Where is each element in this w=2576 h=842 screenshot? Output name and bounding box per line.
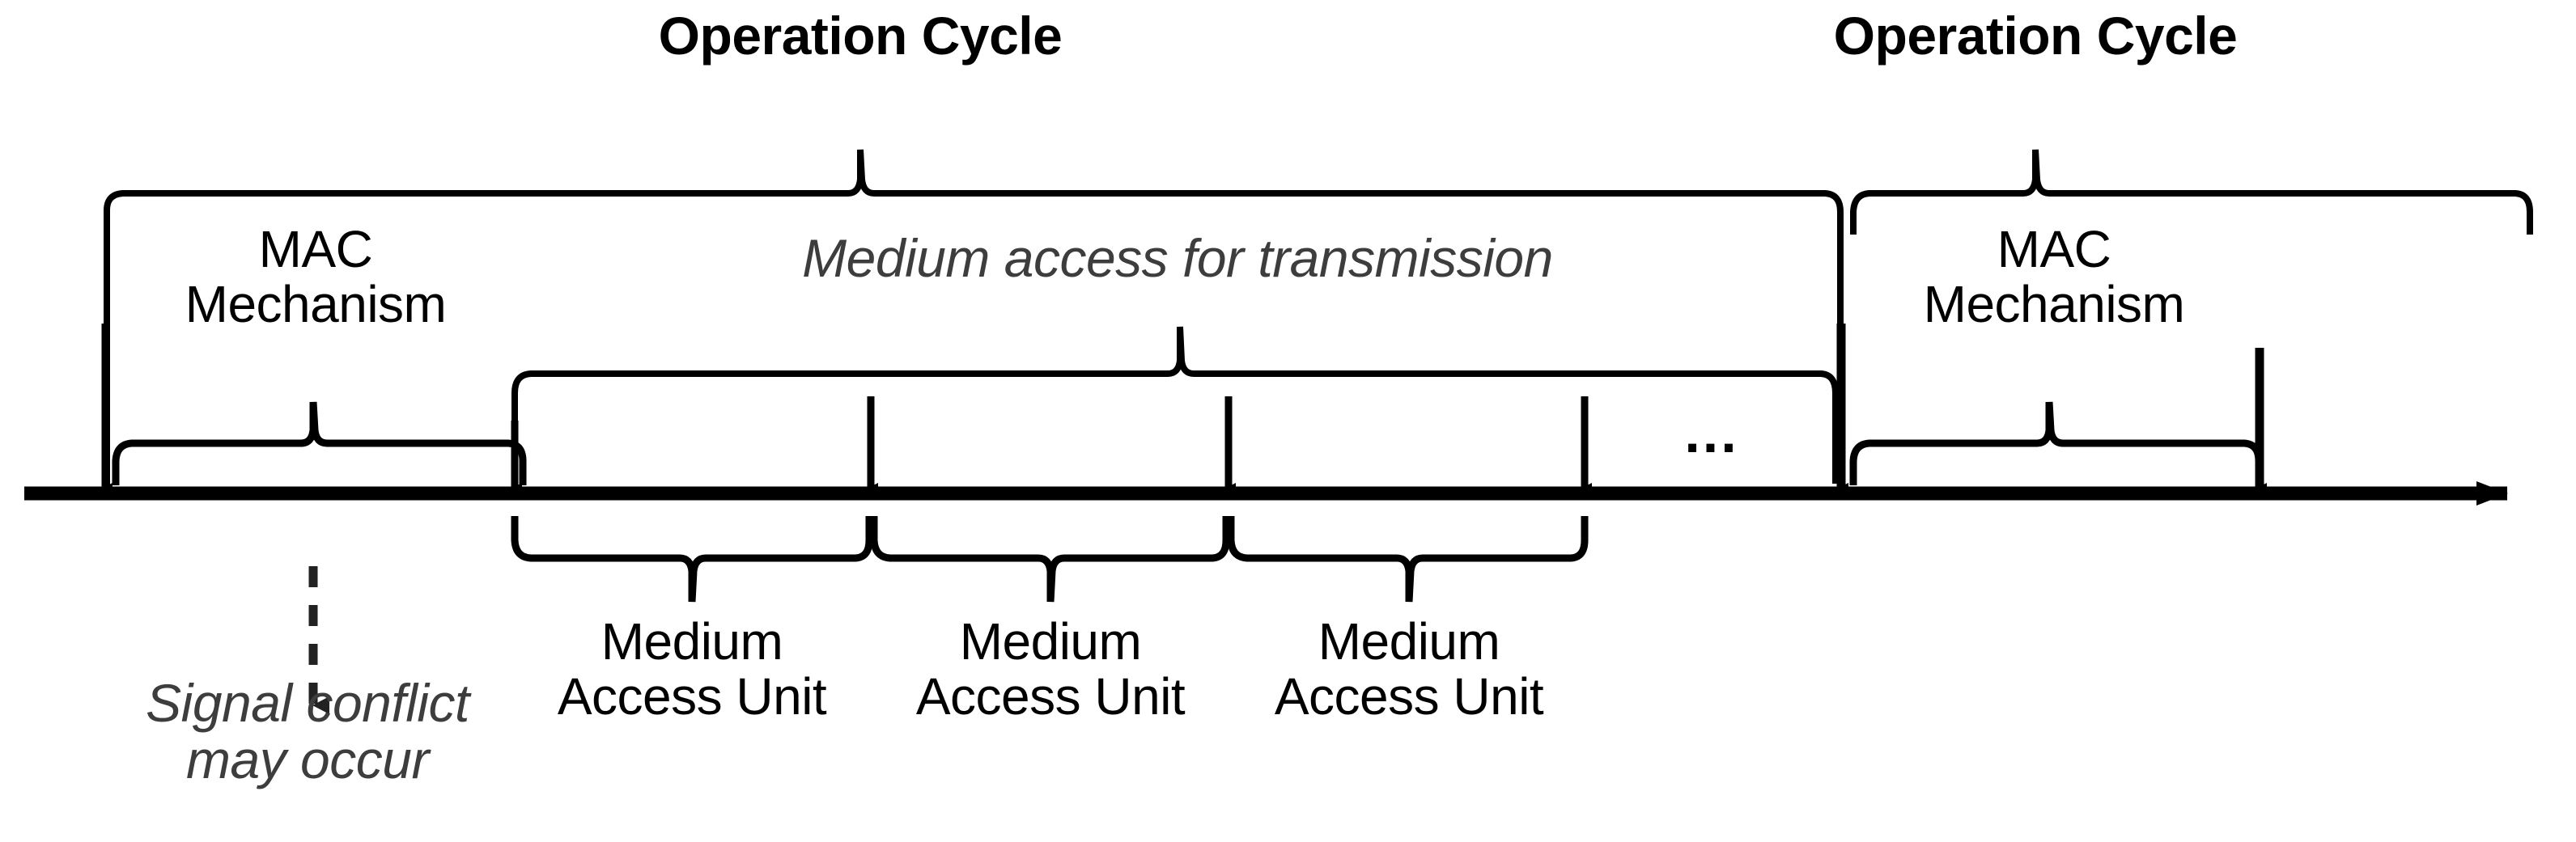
ellipsis-label: ... bbox=[1684, 401, 1739, 464]
medium-access-for-transmission-brace bbox=[511, 326, 1839, 484]
medium-access-unit-label-1: Medium Access Unit bbox=[557, 612, 827, 726]
operation-cycle-brace-2 bbox=[1850, 149, 2533, 235]
medium-access-unit-brace-1 bbox=[511, 516, 873, 603]
operation-cycle-label-1: Operation Cycle bbox=[658, 6, 1063, 66]
mac-mechanism-brace-2 bbox=[1849, 401, 2263, 485]
medium-access-unit-tick-arrows bbox=[867, 396, 1592, 491]
medium-access-unit-brace-2 bbox=[870, 516, 1230, 603]
operation-cycle-label-2: Operation Cycle bbox=[1833, 6, 2238, 66]
signal-conflict-label: Signal conflict may occur bbox=[146, 673, 469, 789]
mac-mechanism-label-2: MAC Mechanism bbox=[1923, 220, 2185, 333]
medium-access-unit-label-3: Medium Access Unit bbox=[1274, 612, 1544, 726]
medium-access-for-transmission-label: Medium access for transmission bbox=[802, 228, 1553, 288]
medium-access-unit-brace-3 bbox=[1227, 516, 1589, 603]
medium-access-unit-label-2: Medium Access Unit bbox=[915, 612, 1186, 726]
operation-cycle-brace-1 bbox=[104, 149, 1844, 485]
mac-mechanism-label-1: MAC Mechanism bbox=[185, 220, 447, 333]
mac-mechanism-brace-1 bbox=[112, 401, 527, 485]
